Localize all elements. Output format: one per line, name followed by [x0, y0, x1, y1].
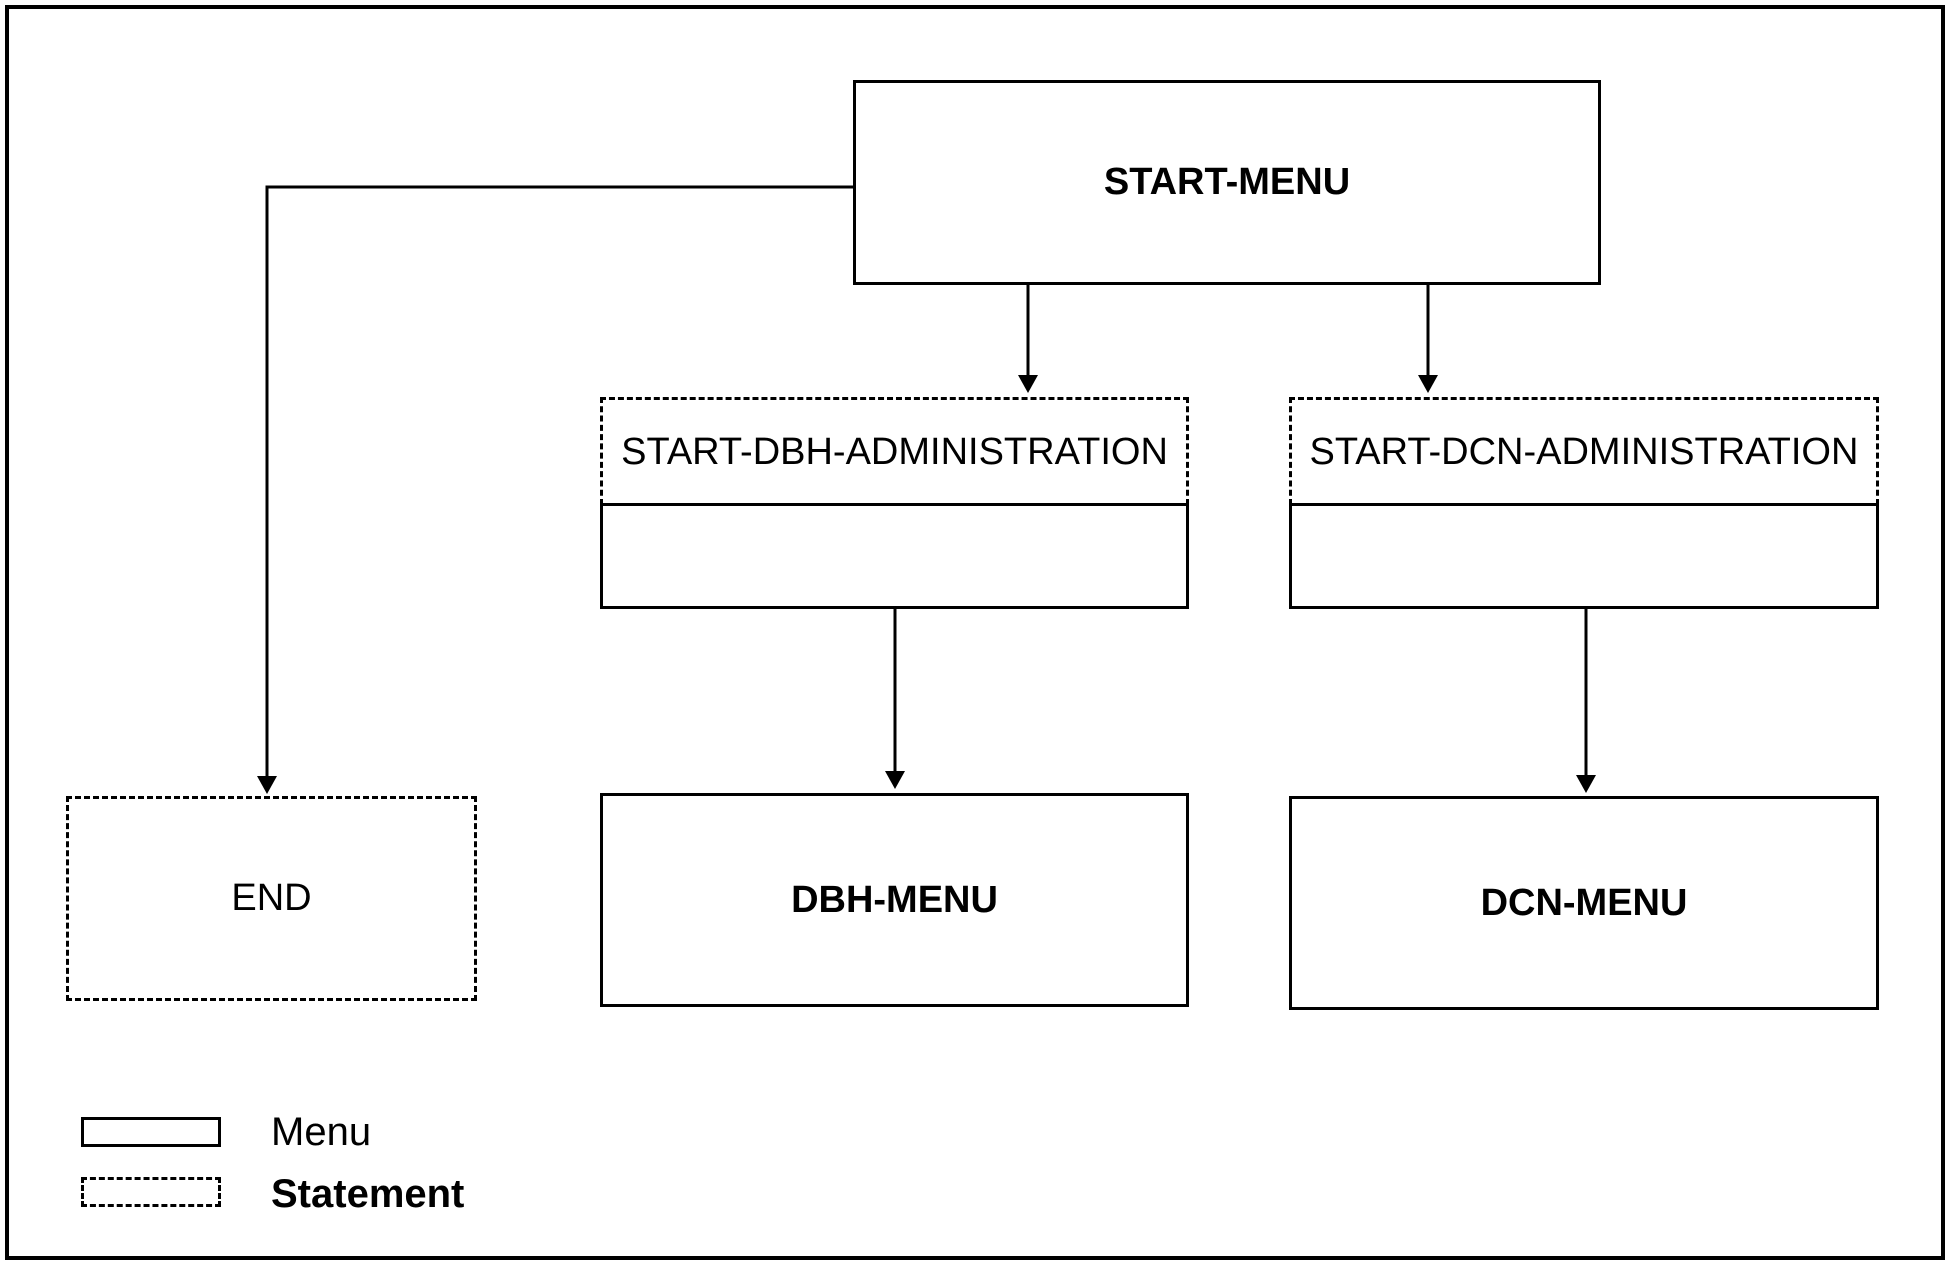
start-dcn-administration-node: START-DCN-ADMINISTRATION: [1289, 397, 1879, 505]
dcn-menu-label: DCN-MENU: [1480, 881, 1688, 924]
dbh-menu-node: DBH-MENU: [600, 793, 1189, 1007]
start-dcn-administration-label: START-DCN-ADMINISTRATION: [1309, 431, 1859, 473]
legend-statement-swatch: [81, 1177, 221, 1207]
end-label: END: [231, 877, 312, 919]
dbh-menu-label: DBH-MENU: [791, 878, 998, 921]
start-dbh-administration-body: [600, 503, 1189, 609]
start-menu-label: START-MENU: [1103, 161, 1351, 203]
start-dbh-administration-label: START-DBH-ADMINISTRATION: [621, 431, 1168, 473]
legend-menu-label: Menu: [271, 1110, 372, 1154]
start-dbh-administration-node: START-DBH-ADMINISTRATION: [600, 397, 1189, 505]
start-menu-node: START-MENU: [853, 80, 1601, 285]
legend-menu-swatch: [81, 1117, 221, 1147]
start-dcn-administration-body: [1289, 503, 1879, 609]
dcn-menu-node: DCN-MENU: [1289, 796, 1879, 1010]
end-node: END: [66, 796, 477, 1001]
legend-statement-label: Statement: [271, 1172, 465, 1216]
diagram-frame: [5, 5, 1945, 1260]
